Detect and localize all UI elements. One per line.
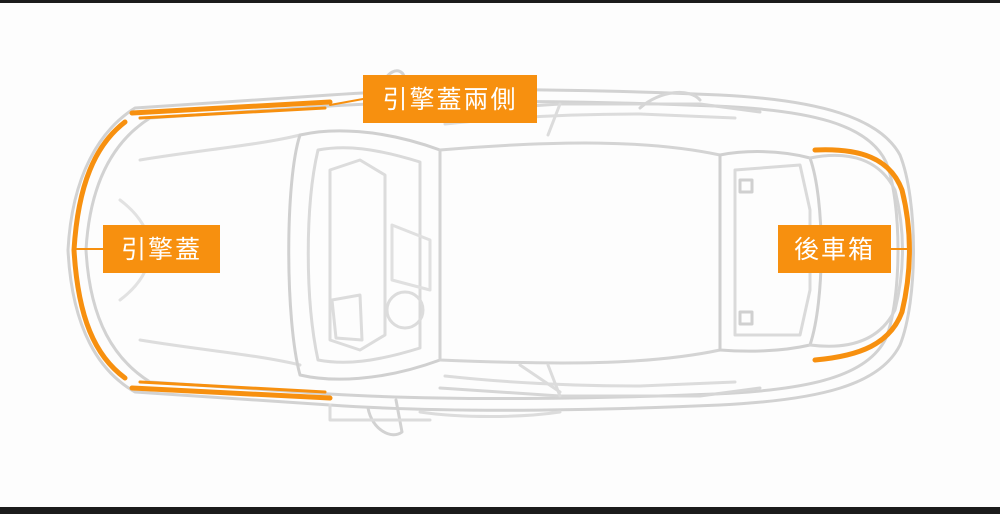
trunk-strip [812, 147, 912, 363]
hood-sides-label: 引擎蓋兩側 [363, 75, 537, 123]
hood-side-strip-top-2 [138, 106, 327, 120]
windshield [287, 129, 442, 381]
hood-label: 引擎蓋 [103, 225, 220, 273]
hood-side-strip-bottom [129, 385, 333, 401]
mirror-bottom [366, 398, 404, 437]
hood-side-strip-top [129, 99, 333, 116]
hood-front-strip [71, 119, 128, 381]
roof [438, 141, 722, 365]
hood-side-strip-bottom-2 [138, 380, 327, 394]
car-body-outline [66, 88, 915, 412]
car-outline [66, 69, 915, 437]
trunk-label: 後車箱 [778, 225, 891, 273]
hood-sides-connector [329, 98, 364, 106]
top-border [0, 0, 1000, 3]
bottom-border [0, 507, 1000, 514]
highlight-strips [71, 98, 912, 401]
